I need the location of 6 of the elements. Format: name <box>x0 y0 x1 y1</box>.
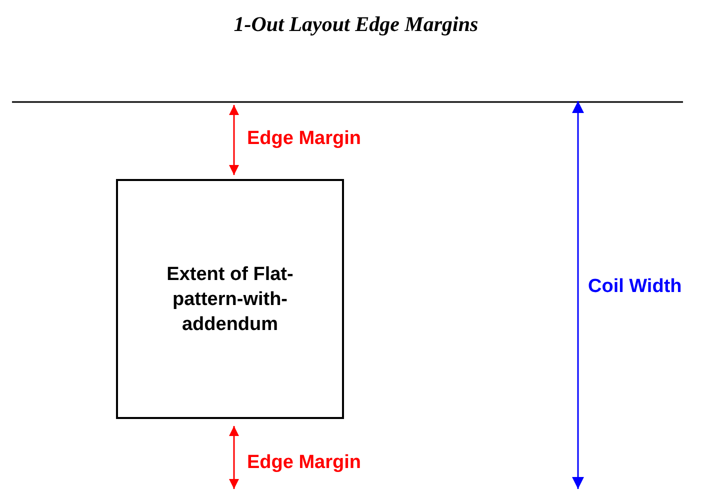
flat-pattern-box <box>116 179 344 419</box>
dimension-label: Edge Margin <box>247 128 362 150</box>
dimension-label: Edge Margin <box>247 452 362 474</box>
title: 1-Out Layout Edge Margins <box>232 12 480 37</box>
dimension-label: Coil Width <box>588 276 682 298</box>
box-label: Extent of Flat-pattern-with-addendum <box>166 262 294 336</box>
